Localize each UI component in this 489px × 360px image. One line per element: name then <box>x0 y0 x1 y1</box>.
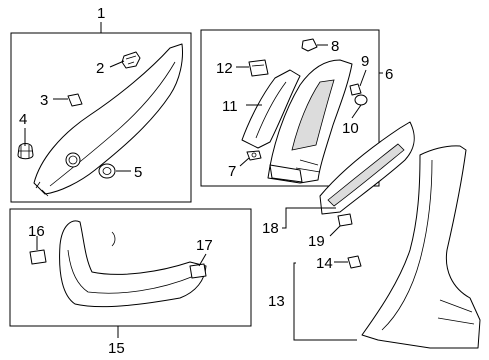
fastener-9 <box>349 83 362 96</box>
clip-14 <box>347 255 362 269</box>
callout-3: 3 <box>40 92 48 109</box>
callout-14: 14 <box>316 255 333 272</box>
callout-16: 16 <box>28 223 45 240</box>
callout-labels: 1 2 3 4 5 6 7 8 9 10 11 12 13 14 15 16 1… <box>19 5 393 357</box>
callout-18: 18 <box>262 220 279 237</box>
grommet-5 <box>98 163 116 179</box>
callout-9: 9 <box>361 53 369 70</box>
callout-1: 1 <box>97 5 105 22</box>
fastener-4 <box>17 143 34 160</box>
clip-7 <box>246 150 262 161</box>
clip-3 <box>67 93 83 107</box>
leader-lines <box>24 22 383 341</box>
callout-8: 8 <box>331 38 339 55</box>
group-box-15 <box>9 208 252 327</box>
clip-19 <box>337 213 353 227</box>
bracket-12 <box>248 59 269 77</box>
clip-2 <box>121 51 141 69</box>
clip-8 <box>301 38 318 52</box>
b-pillar-lower-trim <box>319 121 415 215</box>
group-box-6 <box>200 29 380 187</box>
callout-10: 10 <box>342 120 359 137</box>
b-pillar-inner-panel <box>241 69 301 149</box>
callout-5: 5 <box>134 164 142 181</box>
callout-17: 17 <box>196 237 213 254</box>
callout-13: 13 <box>268 293 285 310</box>
callout-6: 6 <box>385 66 393 83</box>
callout-19: 19 <box>308 233 325 250</box>
clip-16 <box>29 249 47 265</box>
sill-plate <box>59 220 207 308</box>
callout-4: 4 <box>19 111 27 128</box>
grommet-10 <box>354 94 368 106</box>
callout-7: 7 <box>228 163 236 180</box>
callout-2: 2 <box>96 60 104 77</box>
clip-17 <box>189 263 207 279</box>
a-pillar-trim <box>33 43 183 197</box>
b-pillar-upper-trim <box>267 59 353 184</box>
callout-12: 12 <box>216 60 233 77</box>
center-pillar-trim <box>361 145 481 349</box>
callout-11: 11 <box>222 98 238 115</box>
callout-15: 15 <box>108 340 125 357</box>
